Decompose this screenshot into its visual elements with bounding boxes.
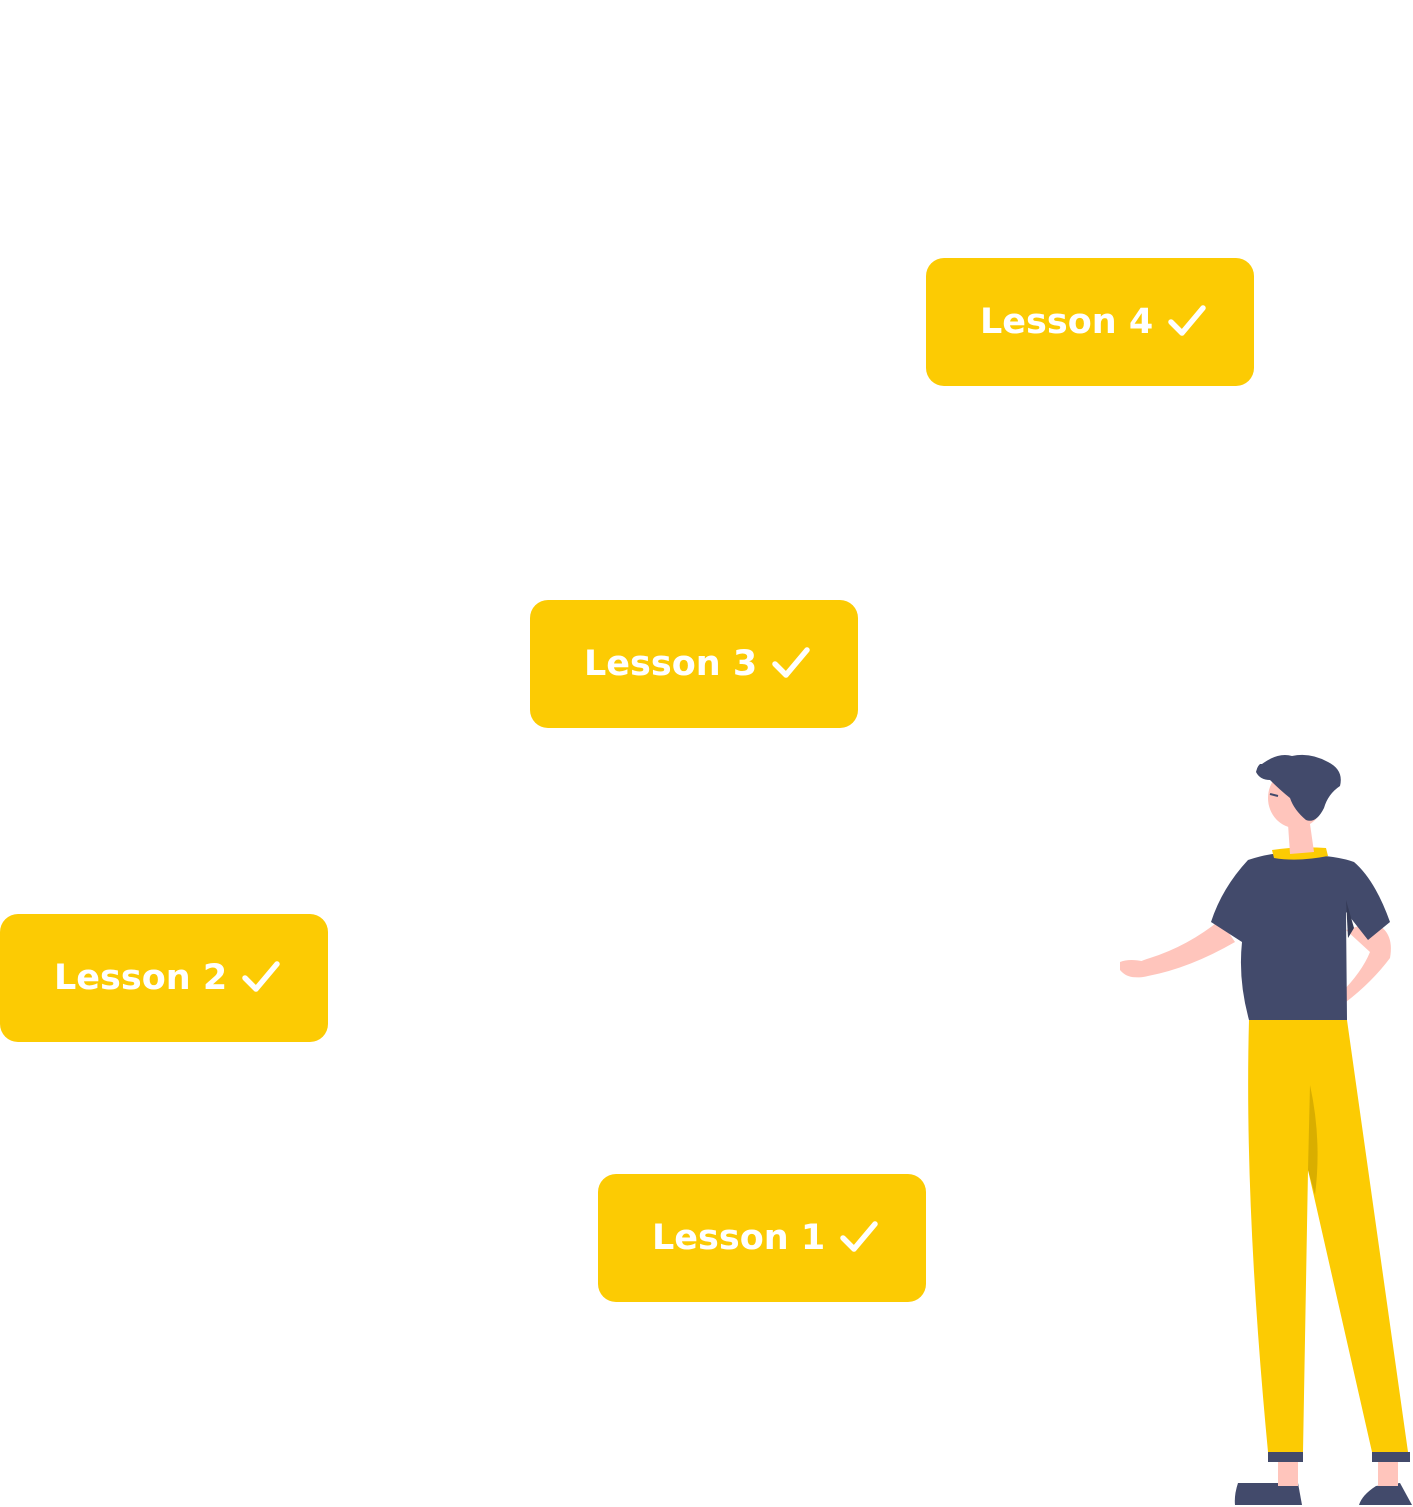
- lesson-label: Lesson 2: [54, 958, 228, 998]
- lesson-card-3[interactable]: Lesson 3: [530, 600, 858, 728]
- lesson-label: Lesson 1: [652, 1218, 826, 1258]
- check-icon: [242, 961, 280, 992]
- lesson-label: Lesson 4: [980, 302, 1154, 342]
- lesson-label: Lesson 3: [584, 644, 758, 684]
- lesson-card-4[interactable]: Lesson 4: [926, 258, 1254, 386]
- person-icon: [1120, 754, 1412, 1505]
- lesson-card-2[interactable]: Lesson 2: [0, 914, 328, 1042]
- lesson-card-1[interactable]: Lesson 1: [598, 1174, 926, 1302]
- check-icon: [840, 1221, 878, 1252]
- check-icon: [772, 647, 810, 678]
- check-icon: [1168, 305, 1206, 336]
